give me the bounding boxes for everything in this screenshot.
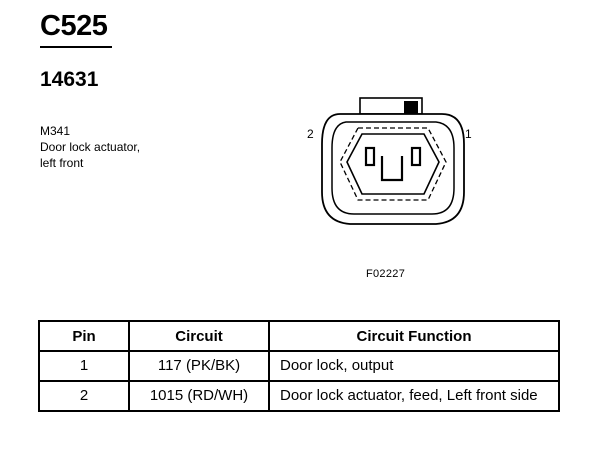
cell-circuit: 117 (PK/BK)	[128, 350, 270, 382]
header-pin: Pin	[38, 320, 130, 352]
table-row: 1 117 (PK/BK) Door lock, output	[38, 350, 560, 382]
figure-code: F02227	[366, 268, 406, 280]
pin-label-1: 1	[465, 127, 472, 141]
title-underline	[40, 46, 112, 48]
cell-circuit-function: Door lock, output	[268, 350, 560, 382]
cell-circuit: 1015 (RD/WH)	[128, 380, 270, 412]
connector-housing-inner	[331, 121, 455, 215]
pin-table: Pin Circuit Circuit Function 1 117 (PK/B…	[38, 320, 560, 412]
header-circuit-function: Circuit Function	[268, 320, 560, 352]
header-circuit: Circuit	[128, 320, 270, 352]
part-number: 14631	[40, 68, 99, 91]
description-line-2: left front	[40, 156, 84, 170]
table-header-row: Pin Circuit Circuit Function	[38, 320, 560, 352]
cell-pin: 2	[38, 380, 130, 412]
connector-face-diagram	[321, 97, 465, 225]
cell-circuit-function: Door lock actuator, feed, Left front sid…	[268, 380, 560, 412]
description-line-1: Door lock actuator,	[40, 140, 141, 154]
terminal-cavity-outline	[346, 133, 440, 195]
table-row: 2 1015 (RD/WH) Door lock actuator, feed,…	[38, 380, 560, 412]
keying-slot	[380, 156, 404, 182]
terminal-pin-1	[410, 146, 422, 167]
component-description: M341 Door lock actuator, left front	[40, 123, 140, 171]
terminal-pin-2	[364, 146, 376, 167]
locking-tab-notch	[404, 101, 418, 114]
connector-title: C525	[40, 10, 108, 42]
component-code: M341	[40, 124, 71, 138]
pin-label-2: 2	[307, 127, 314, 141]
cell-pin: 1	[38, 350, 130, 382]
